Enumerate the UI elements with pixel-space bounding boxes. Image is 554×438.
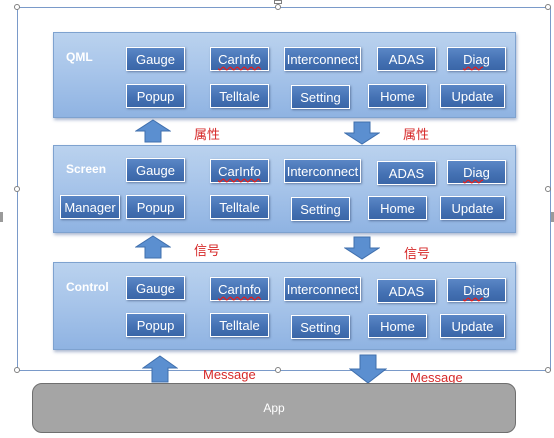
arrow-down-screen-to-control (344, 236, 380, 260)
arrow-up-screen-to-qml (135, 119, 171, 143)
control-diag-module[interactable]: Diag (447, 278, 506, 302)
page-edge-marker (0, 212, 3, 222)
resize-handle-bottom[interactable] (275, 367, 281, 373)
screen-diag-label: Diag (463, 164, 490, 180)
control-setting-module[interactable]: Setting (291, 315, 350, 339)
screen-adas-module[interactable]: ADAS (377, 161, 436, 185)
control-home-module[interactable]: Home (368, 314, 427, 338)
control-layer-label: Control (66, 280, 109, 294)
control-app-right-note: Message (410, 370, 463, 385)
qml-adas-module[interactable]: ADAS (377, 47, 436, 71)
qml-layer-label: QML (66, 50, 93, 64)
screen-gauge-module[interactable]: Gauge (126, 158, 185, 182)
screen-telltale-module[interactable]: Telltale (210, 195, 269, 219)
resize-handle-top-left[interactable] (14, 4, 20, 10)
resize-handle-bottom-right[interactable] (545, 367, 551, 373)
screen-home-module[interactable]: Home (368, 196, 427, 220)
qml-update-module[interactable]: Update (440, 84, 505, 108)
qml-screen-left-note: 属性 (194, 127, 221, 142)
screen-popup-module[interactable]: Popup (126, 195, 185, 219)
control-app-left-note: Message (203, 367, 256, 382)
app-label: App (263, 401, 285, 415)
screen-manager-module[interactable]: Manager (60, 195, 120, 219)
screen-carinfo-label: CarInfo (218, 163, 261, 179)
control-carinfo-module[interactable]: CarInfo (210, 277, 269, 301)
control-interconnect-module[interactable]: Interconnect (284, 277, 361, 301)
screen-update-module[interactable]: Update (440, 196, 505, 220)
arrow-up-control-to-screen (135, 235, 171, 259)
qml-telltale-module[interactable]: Telltale (210, 84, 269, 108)
qml-setting-module[interactable]: Setting (291, 85, 350, 109)
control-update-module[interactable]: Update (440, 314, 505, 338)
screen-diag-module[interactable]: Diag (447, 160, 506, 184)
page-edge-marker (551, 212, 554, 222)
qml-carinfo-module[interactable]: CarInfo (210, 47, 269, 71)
resize-handle-bottom-left[interactable] (14, 367, 20, 373)
screen-layer-label: Screen (66, 162, 107, 176)
qml-carinfo-label: CarInfo (218, 51, 261, 67)
screen-control-left-note: 信号 (194, 243, 221, 258)
qml-gauge-module[interactable]: Gauge (126, 47, 185, 71)
resize-handle-left[interactable] (14, 186, 20, 192)
control-popup-module[interactable]: Popup (126, 313, 185, 337)
screen-control-right-note: 信号 (404, 246, 431, 261)
rotate-handle[interactable] (274, 0, 282, 4)
arrow-up-app-to-control (142, 355, 178, 383)
control-telltale-module[interactable]: Telltale (210, 313, 269, 337)
resize-handle-top[interactable] (275, 4, 281, 10)
control-gauge-module[interactable]: Gauge (126, 276, 185, 300)
app-block[interactable]: App (32, 383, 516, 433)
control-adas-module[interactable]: ADAS (377, 279, 436, 303)
screen-carinfo-module[interactable]: CarInfo (210, 159, 269, 183)
qml-diag-label: Diag (463, 51, 490, 67)
arrow-down-control-to-app (349, 354, 387, 384)
resize-handle-top-right[interactable] (545, 4, 551, 10)
screen-interconnect-module[interactable]: Interconnect (284, 159, 361, 183)
resize-handle-right[interactable] (545, 186, 551, 192)
qml-diag-module[interactable]: Diag (447, 47, 506, 71)
qml-screen-right-note: 属性 (403, 127, 430, 142)
qml-home-module[interactable]: Home (368, 84, 427, 108)
arrow-down-qml-to-screen (344, 121, 380, 145)
qml-popup-module[interactable]: Popup (126, 84, 185, 108)
qml-interconnect-module[interactable]: Interconnect (284, 47, 361, 71)
control-diag-label: Diag (463, 282, 490, 298)
control-carinfo-label: CarInfo (218, 281, 261, 297)
screen-setting-module[interactable]: Setting (291, 197, 350, 221)
